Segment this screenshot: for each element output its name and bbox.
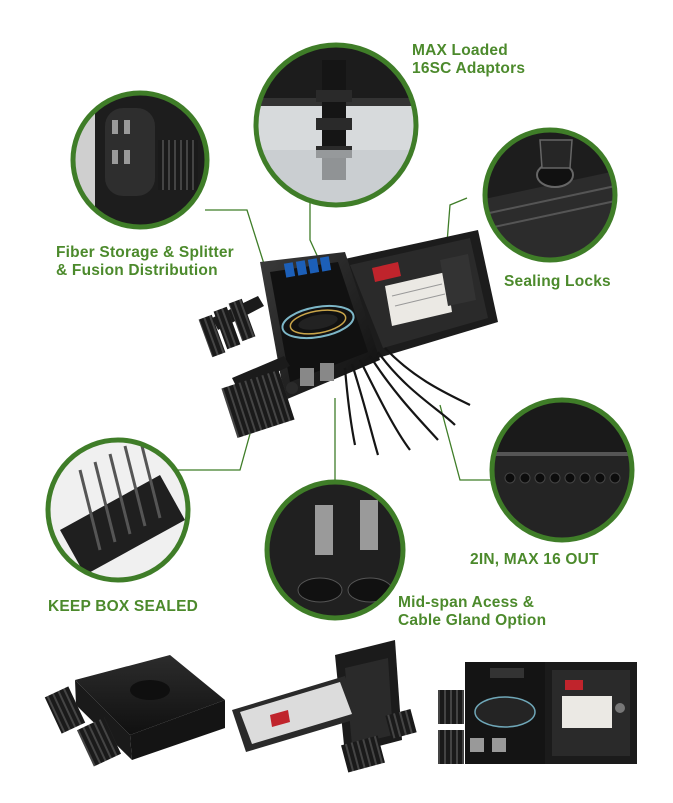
sealing-lock-detail [482, 127, 618, 263]
keep-sealed-label: KEEP BOX SEALED [48, 598, 198, 616]
main-distribution-box [198, 230, 498, 456]
adaptors-label-line1: MAX Loaded [412, 42, 508, 59]
keep-sealed-label-line1: KEEP BOX SEALED [48, 598, 199, 615]
sealing-locks-label: Sealing Locks [504, 273, 611, 291]
mid-span-label: Mid-span Acess & Cable Gland Option [398, 594, 546, 630]
adaptors-label: MAX Loaded 16SC Adaptors [412, 42, 525, 78]
fiber-storage-label-line1: Fiber Storage & Splitter [56, 244, 234, 261]
sealing-locks-label-line1: Sealing Locks [504, 273, 611, 290]
cable-ports-detail [489, 397, 635, 543]
fiber-storage-label-line2: & Fusion Distribution [56, 262, 218, 279]
ports-label-line1: 2IN, MAX 16 OUT [470, 551, 599, 568]
mid-span-label-line1: Mid-span Acess & [398, 594, 535, 611]
cable-comb-detail [45, 437, 191, 583]
open-box-view [232, 640, 417, 773]
fiber-storage-tray-detail [70, 90, 210, 230]
side-comb-top [198, 296, 264, 358]
mid-span-label-line2: Cable Gland Option [398, 612, 547, 629]
ports-label: 2IN, MAX 16 OUT [470, 551, 599, 569]
sc-adaptors-detail [253, 42, 419, 208]
side-comb-bottom [221, 356, 295, 438]
fiber-storage-label: Fiber Storage & Splitter & Fusion Distri… [56, 244, 234, 280]
closed-box-view [44, 655, 225, 767]
front-open-box-view [438, 662, 637, 764]
leader-lines [178, 197, 496, 482]
mid-span-gland-detail [264, 479, 406, 621]
adaptors-label-line2: 16SC Adaptors [412, 60, 526, 77]
